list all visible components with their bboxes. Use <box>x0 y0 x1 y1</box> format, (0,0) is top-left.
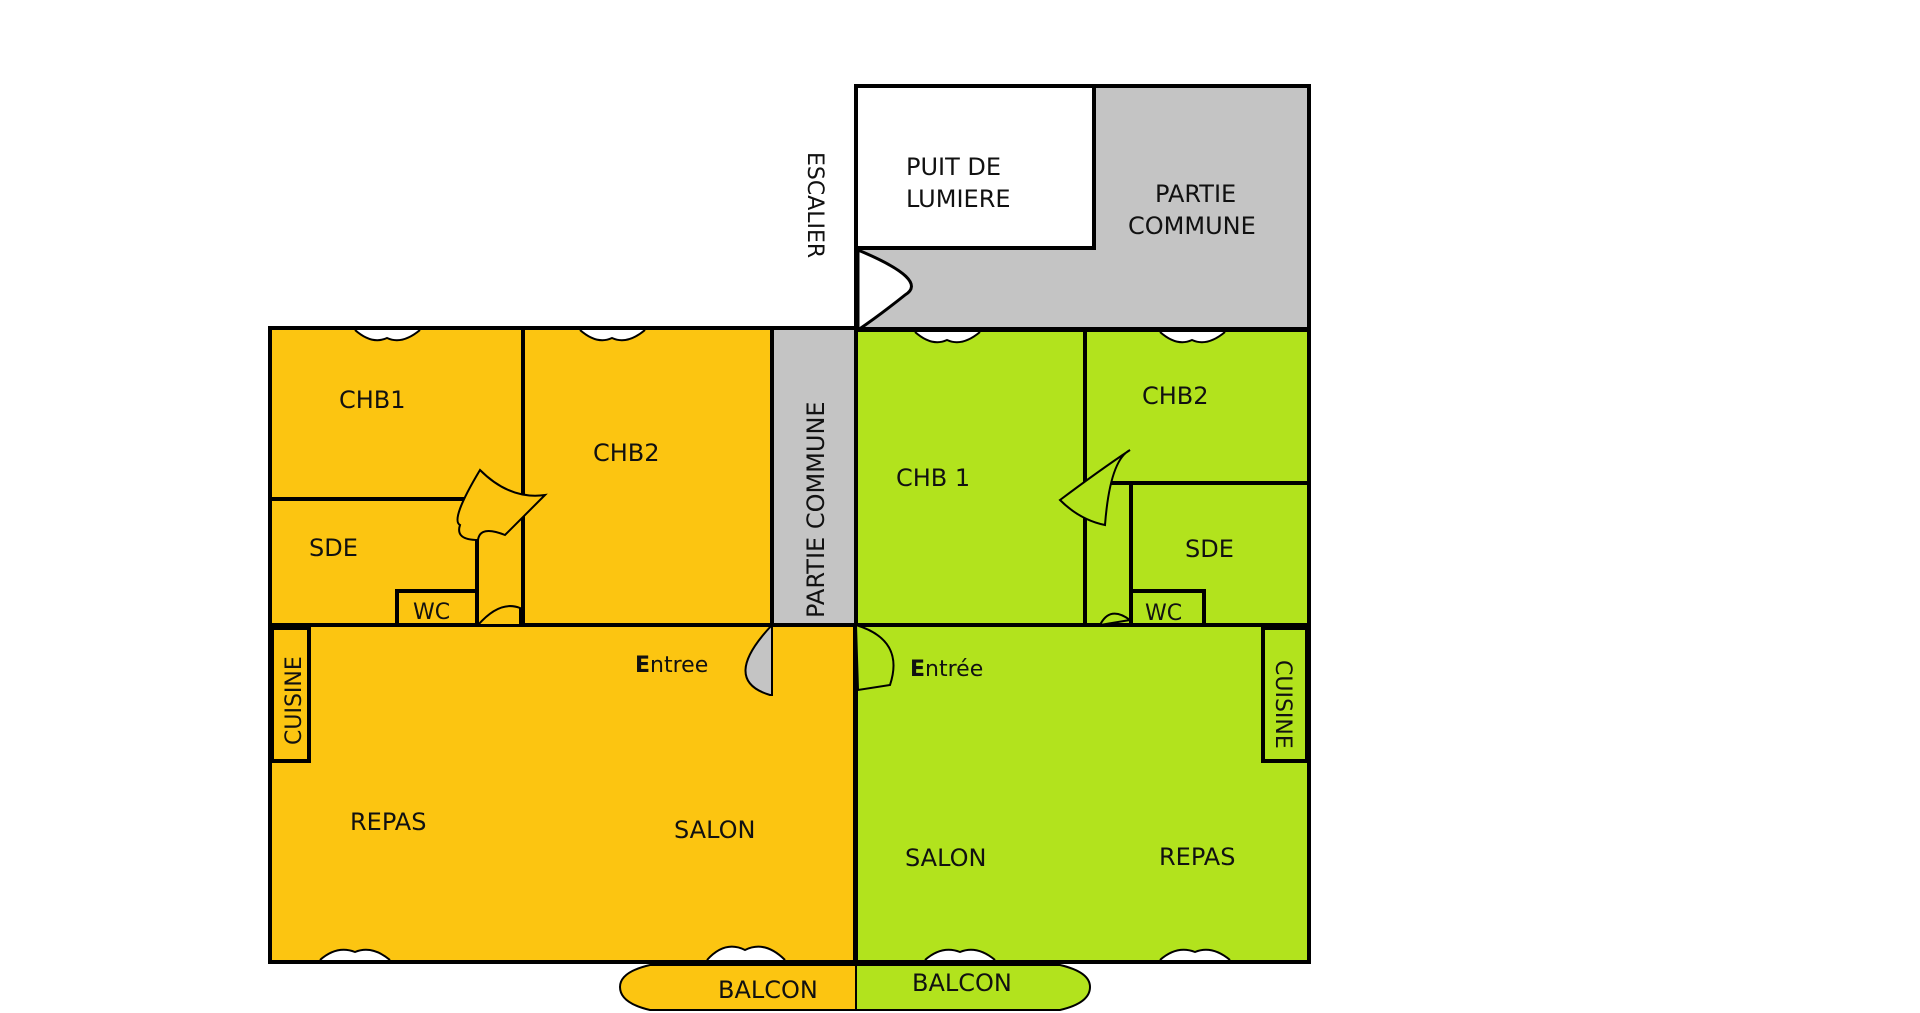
left-sde-label: SDE <box>309 534 358 562</box>
door-swing-icon <box>456 468 548 542</box>
door-swing-icon <box>744 622 773 696</box>
left-salon-label: SALON <box>674 816 755 844</box>
right-cuisine-label: CUISINE <box>1270 660 1295 749</box>
apartment-left <box>268 326 858 964</box>
puit-de-lumiere-area <box>854 84 1096 250</box>
right-salon-label: SALON <box>905 844 986 872</box>
door-swing-icon <box>854 623 895 692</box>
balcon-left-area <box>618 964 857 1011</box>
partie-commune-corridor-label: PARTIE COMMUNE <box>802 401 830 618</box>
window-icon <box>1159 948 1231 961</box>
window-icon <box>319 948 391 961</box>
wc-left-box <box>395 589 479 627</box>
cuisine-right-box <box>1261 626 1309 763</box>
window-icon <box>706 945 786 961</box>
right-entree-label: Entrée <box>910 657 983 682</box>
apartment-right <box>854 328 1311 964</box>
balcon <box>618 964 1092 1011</box>
balcon-right-area <box>855 964 1092 1011</box>
window-icon <box>914 331 981 344</box>
cuisine-left-box <box>270 626 311 763</box>
window-icon <box>354 329 421 342</box>
left-chb2-label: CHB2 <box>593 439 660 467</box>
window-icon <box>579 329 646 342</box>
left-chb1-label: CHB1 <box>339 386 406 414</box>
partie-commune-top-label-1: PARTIE <box>1155 180 1236 208</box>
puit-de-lumiere-label-1: PUIT DE <box>906 153 1001 181</box>
left-balcon-label: BALCON <box>718 976 818 1004</box>
door-swing-icon <box>1058 449 1131 527</box>
left-cuisine-label: CUISINE <box>282 656 307 745</box>
right-chb1-label: CHB 1 <box>896 464 970 492</box>
right-repas-label: REPAS <box>1159 843 1235 871</box>
wc-right-box <box>1129 589 1206 627</box>
right-sde-label: SDE <box>1185 535 1234 563</box>
window-icon <box>1159 331 1226 344</box>
left-wc-label: WC <box>413 600 450 625</box>
door-swing-icon <box>1098 612 1133 627</box>
door-swing-icon <box>856 247 913 333</box>
left-repas-label: REPAS <box>350 808 426 836</box>
escalier-label: ESCALIER <box>802 152 827 258</box>
right-chb2-label: CHB2 <box>1142 382 1209 410</box>
window-icon <box>924 948 996 961</box>
right-balcon-label: BALCON <box>912 969 1012 997</box>
right-wc-label: WC <box>1145 601 1182 626</box>
left-entree-label: Entree <box>635 653 708 678</box>
door-swing-icon <box>475 605 521 626</box>
apartment-right-outline <box>854 328 1311 964</box>
partie-commune-top-label-2: COMMUNE <box>1128 212 1256 240</box>
puit-de-lumiere-label-2: LUMIERE <box>906 185 1011 213</box>
